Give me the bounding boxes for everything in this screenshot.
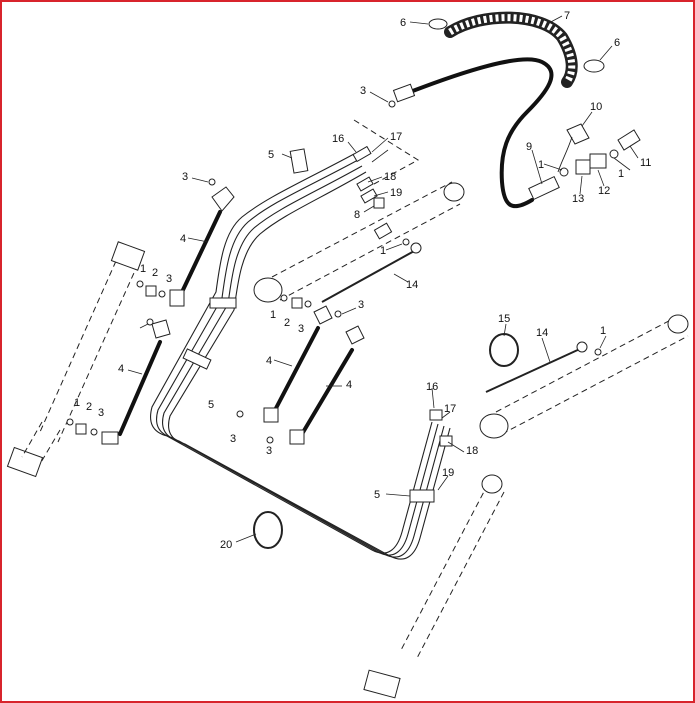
callout-2a: 2 — [152, 267, 158, 279]
cylinder-upper-rod-eye — [443, 182, 465, 202]
bolt-8 — [373, 197, 385, 209]
callout-16a: 16 — [332, 133, 344, 145]
callout-4d: 4 — [346, 379, 352, 391]
adapter-12 — [589, 153, 607, 169]
callout-3e: 3 — [298, 323, 304, 335]
callout-18a: 18 — [384, 171, 396, 183]
middle-hoses-group — [263, 305, 365, 445]
callout-8: 8 — [354, 209, 360, 221]
callout-12: 12 — [598, 185, 610, 197]
callout-3f: 3 — [98, 407, 104, 419]
callout-5c: 5 — [374, 489, 380, 501]
reservoir-outline — [353, 119, 419, 185]
fitting-11 — [617, 129, 641, 151]
callout-11: 11 — [640, 157, 651, 169]
callout-3b: 3 — [182, 171, 188, 183]
callout-14b: 14 — [536, 327, 548, 339]
tube-clamp-5c — [409, 489, 435, 503]
callout-6b: 6 — [614, 37, 620, 49]
tube-fitting-16 — [352, 145, 372, 163]
callout-3a: 3 — [360, 85, 366, 97]
pressure-hose-group — [392, 57, 560, 209]
tube-clamp-mid — [209, 297, 237, 309]
cylinder-bottom-eye — [363, 669, 401, 699]
clamp-15 — [489, 333, 519, 367]
callout-4b: 4 — [118, 363, 124, 375]
callout-10: 10 — [590, 101, 602, 113]
tube-fitting-18b — [439, 435, 453, 447]
hose-4a — [180, 210, 222, 294]
callout-1d: 1 — [380, 245, 386, 257]
cylinder-right-rod-eye — [667, 314, 689, 334]
tube-fitting-19 — [360, 188, 378, 204]
callout-1g: 1 — [74, 397, 80, 409]
cylinder-bottom-top-eye — [481, 474, 503, 494]
cylinder-left-bottom-eye — [6, 446, 44, 478]
callout-1e: 1 — [270, 309, 276, 321]
callout-1b: 1 — [618, 168, 624, 180]
callout-5a: 5 — [268, 149, 274, 161]
cylinders-group — [6, 181, 689, 699]
callout-17a: 17 — [390, 131, 402, 143]
callout-4c: 4 — [266, 355, 272, 367]
callout-14a: 14 — [406, 279, 418, 291]
hose-fitting-bottom — [528, 175, 560, 201]
callout-19a: 19 — [390, 187, 402, 199]
o-ring-right — [609, 149, 619, 159]
clamp-20 — [253, 511, 283, 549]
callout-2b: 2 — [284, 317, 290, 329]
tube-clamp-lower — [182, 348, 212, 370]
callout-6a: 6 — [400, 17, 406, 29]
callout-5b: 5 — [208, 399, 214, 411]
hose-4d — [300, 348, 354, 436]
rod-14a — [321, 249, 417, 303]
callout-3c: 3 — [166, 273, 172, 285]
callout-17b: 17 — [444, 403, 456, 415]
leader-lines — [127, 15, 639, 543]
tube-fitting-18 — [356, 176, 374, 192]
callout-3g: 3 — [230, 433, 236, 445]
hose-4b — [118, 340, 162, 436]
hose-fitting-top — [392, 83, 416, 103]
hose-clamp-right — [583, 59, 605, 73]
callout-1a: 1 — [538, 159, 544, 171]
callout-2c: 2 — [86, 401, 92, 413]
clamp-block-5 — [289, 148, 309, 174]
callout-1f: 1 — [600, 325, 606, 337]
hose-4c — [272, 326, 320, 414]
callout-labels: 6 7 6 3 10 16 17 5 18 19 9 1 1 11 12 13 … — [74, 10, 651, 551]
elbow-fitting-10 — [566, 123, 590, 145]
callout-7: 7 — [564, 10, 570, 22]
callout-19b: 19 — [442, 467, 454, 479]
steel-tube-bundle — [149, 145, 453, 560]
callout-18b: 18 — [466, 445, 478, 457]
cylinder-upper-body — [253, 277, 283, 303]
rod-14b — [485, 347, 583, 393]
callout-1c: 1 — [140, 263, 146, 275]
valve-fittings-group — [557, 123, 641, 177]
callout-20: 20 — [220, 539, 232, 551]
tube-fitting-16b — [429, 409, 443, 421]
left-hoses-group — [101, 186, 235, 445]
hose-clamp-left — [428, 18, 448, 30]
small-fittings — [66, 100, 602, 444]
callout-3h: 3 — [266, 445, 272, 457]
callout-13: 13 — [572, 193, 584, 205]
callout-15: 15 — [498, 313, 510, 325]
nut-13 — [575, 159, 591, 175]
callout-3d: 3 — [358, 299, 364, 311]
return-hose-group — [428, 11, 605, 88]
cylinder-right-body — [479, 413, 509, 439]
callout-9: 9 — [526, 141, 532, 153]
cylinder-left-top-eye — [110, 241, 146, 271]
callout-4a: 4 — [180, 233, 186, 245]
callout-16b: 16 — [426, 381, 438, 393]
o-ring — [559, 167, 569, 177]
